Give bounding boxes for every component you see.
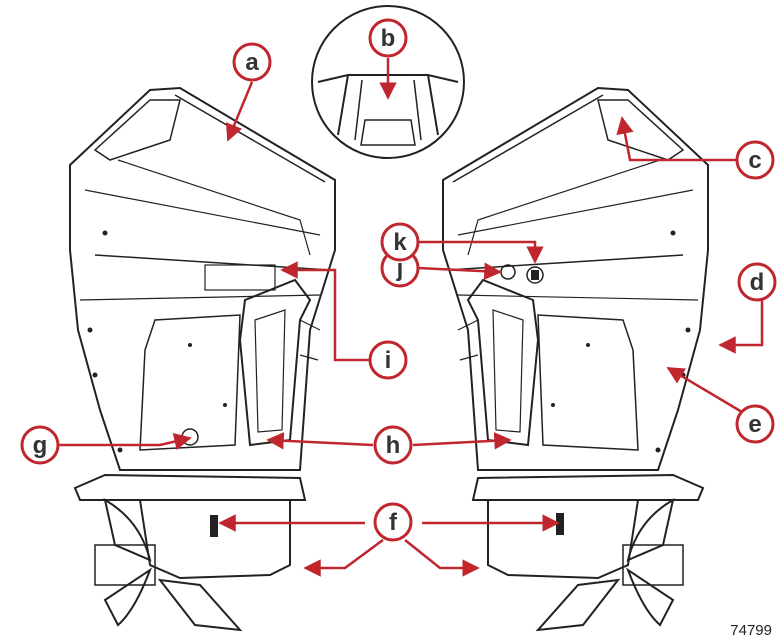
- callout-d: d: [737, 262, 777, 302]
- callout-i: i: [368, 340, 408, 380]
- callout-e: e: [735, 404, 775, 444]
- callout-g: g: [20, 425, 60, 465]
- svg-text:b: b: [381, 25, 396, 52]
- svg-text:f: f: [389, 509, 398, 536]
- callout-b: b: [368, 18, 408, 58]
- callout-c: c: [735, 140, 775, 180]
- svg-text:e: e: [748, 411, 761, 438]
- right-outboard-engine: [442, 86, 709, 632]
- svg-text:h: h: [386, 432, 401, 459]
- left-outboard-engine: [69, 86, 336, 632]
- callout-k: k: [380, 222, 420, 262]
- svg-text:g: g: [33, 432, 48, 459]
- svg-text:a: a: [245, 49, 259, 76]
- svg-text:k: k: [393, 229, 407, 256]
- figure-number: 74799: [730, 622, 772, 639]
- leader-lines: [58, 58, 764, 577]
- callout-f: f: [373, 502, 413, 542]
- callout-h: h: [373, 425, 413, 465]
- svg-text:c: c: [748, 147, 761, 174]
- svg-text:d: d: [750, 269, 765, 296]
- svg-text:j: j: [396, 255, 404, 282]
- svg-text:i: i: [385, 347, 392, 374]
- callout-a: a: [232, 42, 272, 82]
